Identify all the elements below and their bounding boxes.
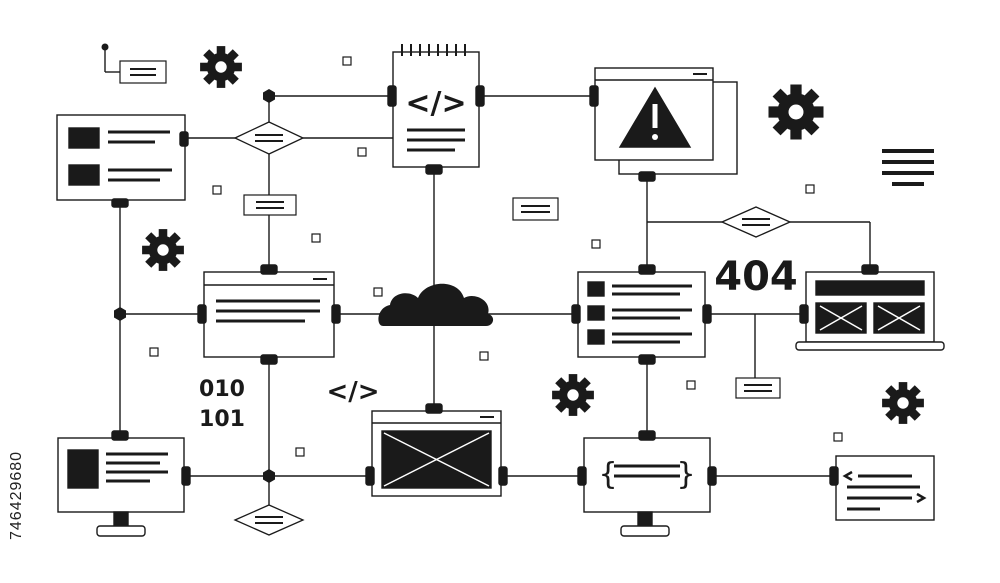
gear-icon bbox=[552, 374, 594, 416]
connector-lines bbox=[104, 48, 871, 512]
gear-icon bbox=[142, 229, 184, 271]
error-code-404: 404 bbox=[714, 254, 798, 300]
checklist-panel bbox=[571, 264, 712, 365]
hamburger-icon bbox=[882, 149, 934, 186]
code-tag-floating: </> bbox=[326, 377, 379, 407]
right-brace: } bbox=[677, 457, 695, 492]
binary-line-2: 101 bbox=[199, 407, 245, 432]
gear-icon bbox=[200, 46, 242, 88]
left-brace: { bbox=[599, 457, 617, 492]
gear-icon bbox=[768, 84, 824, 140]
binary-line-1: 010 bbox=[199, 377, 245, 402]
laptop-icon bbox=[795, 264, 945, 351]
decision-diamonds bbox=[233, 121, 792, 536]
profile-list-panel bbox=[56, 114, 189, 208]
warning-browser-window bbox=[589, 67, 738, 182]
decor-squares bbox=[149, 56, 843, 457]
cloud-icon bbox=[378, 283, 494, 326]
gear-icon bbox=[882, 382, 924, 424]
code-notepad bbox=[387, 44, 485, 175]
image-browser-window bbox=[365, 403, 508, 497]
monitor-icon bbox=[57, 430, 191, 537]
tag-labels bbox=[119, 60, 781, 399]
text-window bbox=[197, 264, 341, 365]
code-monitor bbox=[577, 430, 717, 537]
code-tag-notepad: </> bbox=[405, 86, 466, 121]
code-card bbox=[829, 455, 935, 521]
stock-id: 746429680 bbox=[8, 450, 25, 540]
